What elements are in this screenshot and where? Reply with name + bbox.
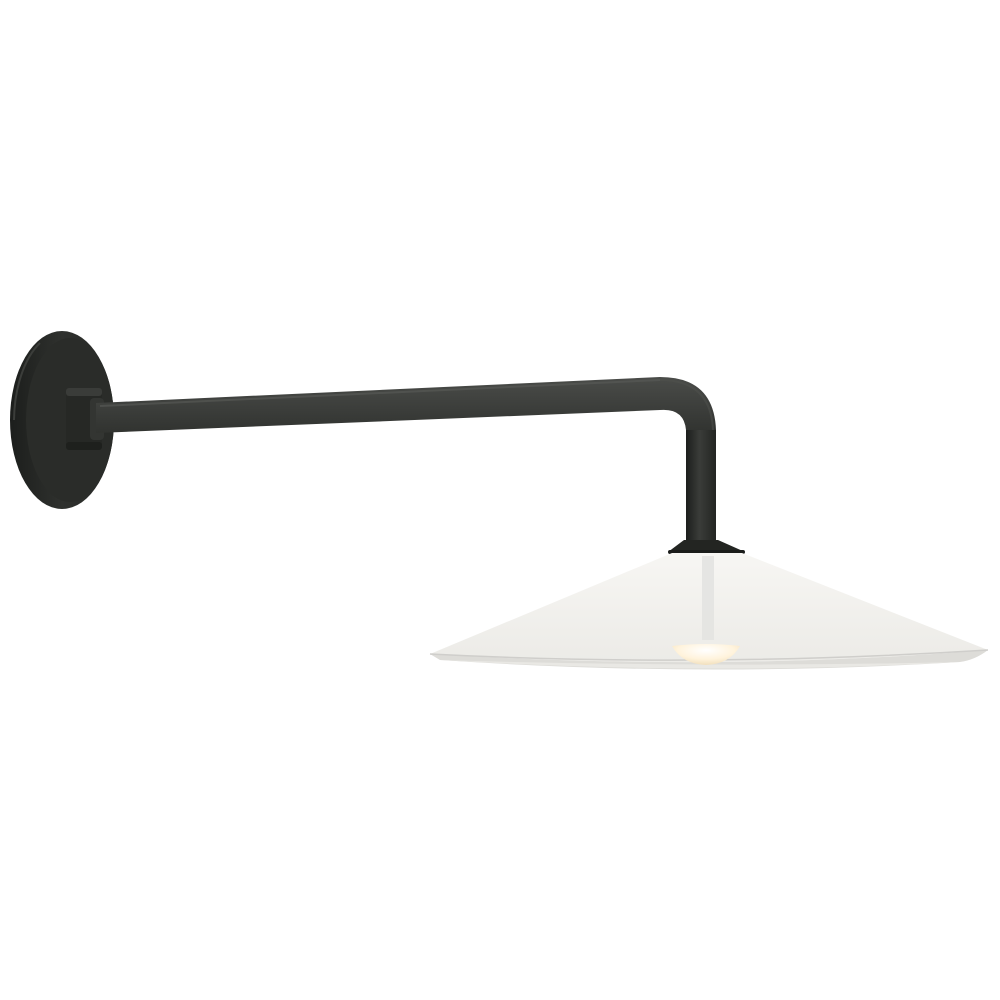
horizontal-arm <box>96 377 716 548</box>
cone-shade <box>429 553 989 670</box>
arm-elbow <box>659 379 714 431</box>
led-bulb <box>672 644 740 665</box>
drop-stem <box>686 430 716 548</box>
shade-cap <box>668 540 745 554</box>
